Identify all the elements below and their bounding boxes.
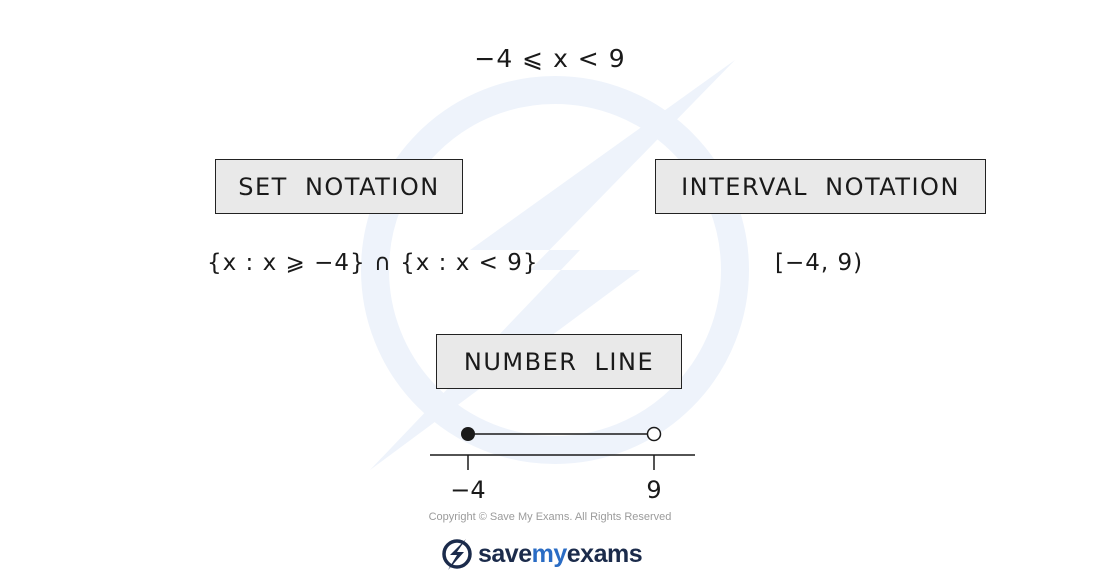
copyright-notice: Copyright © Save My Exams. All Rights Re… <box>428 511 672 523</box>
interval-notation-expression: [−4, 9) <box>775 250 864 276</box>
closed-endpoint <box>461 427 475 441</box>
brand-name: savemyexams <box>478 539 643 568</box>
set-notation-heading: SET NOTATION <box>215 159 463 214</box>
inequality-statement: −4 ⩽ x < 9 <box>474 44 626 73</box>
open-endpoint <box>646 426 662 442</box>
number-line-heading: NUMBER LINE <box>436 334 682 389</box>
lightning-bolt-icon <box>442 539 472 570</box>
tick-label-end: 9 <box>646 476 661 504</box>
interval-notation-heading: INTERVAL NOTATION <box>655 159 986 214</box>
set-notation-expression: {x : x ⩾ −4} ∩ {x : x < 9} <box>207 250 539 276</box>
save-my-exams-logo: savemyexams <box>440 536 643 572</box>
tick-label-start: −4 <box>450 476 485 504</box>
